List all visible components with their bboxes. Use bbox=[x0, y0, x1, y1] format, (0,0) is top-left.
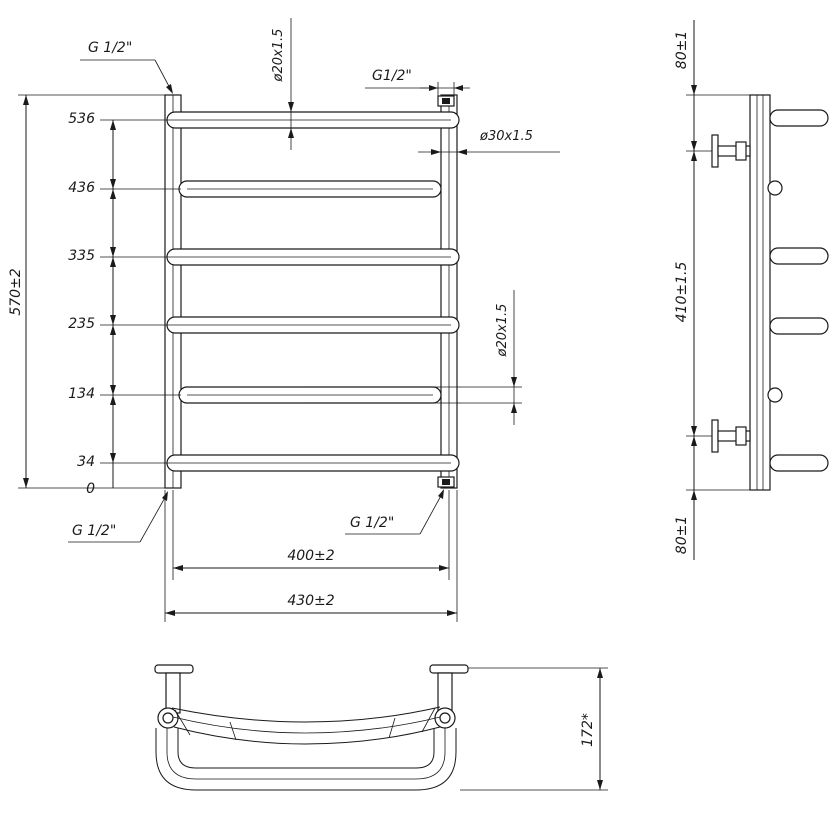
rung-34 bbox=[166, 454, 460, 472]
svg-text:G 1/2": G 1/2" bbox=[350, 515, 394, 531]
level-label-134: 134 bbox=[68, 386, 95, 402]
level-label-536: 536 bbox=[68, 111, 95, 127]
svg-text:G 1/2": G 1/2" bbox=[72, 523, 116, 539]
callout-bottom-right: G 1/2" bbox=[345, 489, 444, 535]
side-view: 80±1 410±1.5 80±1 bbox=[674, 20, 829, 560]
rung-235 bbox=[166, 316, 460, 334]
side-center-distance-label: 410±1.5 bbox=[674, 262, 690, 323]
width-inner-label: 400±2 bbox=[287, 548, 334, 564]
svg-text:G1/2": G1/2" bbox=[372, 68, 412, 84]
top-view: 172* bbox=[154, 664, 608, 791]
overall-height-label: 570±2 bbox=[8, 268, 24, 315]
rung-536 bbox=[166, 111, 460, 129]
side-bottom-offset-label: 80±1 bbox=[674, 516, 690, 554]
width-outer-label: 430±2 bbox=[287, 593, 334, 609]
rung-335 bbox=[166, 248, 460, 266]
tube-diameter-top-label: ø20x1.5 bbox=[271, 29, 286, 83]
front-view: 536 436 335 235 134 34 0 570±2 400±2 430… bbox=[8, 18, 560, 622]
side-bracket-top bbox=[711, 134, 751, 168]
rung-134 bbox=[178, 386, 442, 404]
level-label-0: 0 bbox=[86, 481, 95, 497]
top-depth-label: 172* bbox=[580, 713, 596, 747]
rung-436 bbox=[178, 180, 442, 198]
side-collector bbox=[749, 94, 771, 491]
side-bracket-bottom bbox=[711, 419, 751, 453]
svg-text:G 1/2": G 1/2" bbox=[88, 40, 132, 56]
side-top-offset-label: 80±1 bbox=[674, 31, 690, 69]
level-label-235: 235 bbox=[68, 316, 95, 332]
level-label-335: 335 bbox=[68, 248, 95, 264]
level-label-34: 34 bbox=[77, 454, 95, 470]
callout-top-left: G 1/2" bbox=[80, 40, 173, 94]
level-label-436: 436 bbox=[68, 180, 95, 196]
callout-top-right: G1/2" bbox=[365, 68, 470, 96]
callout-bottom-left: G 1/2" bbox=[68, 491, 168, 543]
tube-diameter-side-label: ø30x1.5 bbox=[479, 129, 533, 144]
tube-diameter-mid-label: ø20x1.5 bbox=[495, 304, 510, 358]
